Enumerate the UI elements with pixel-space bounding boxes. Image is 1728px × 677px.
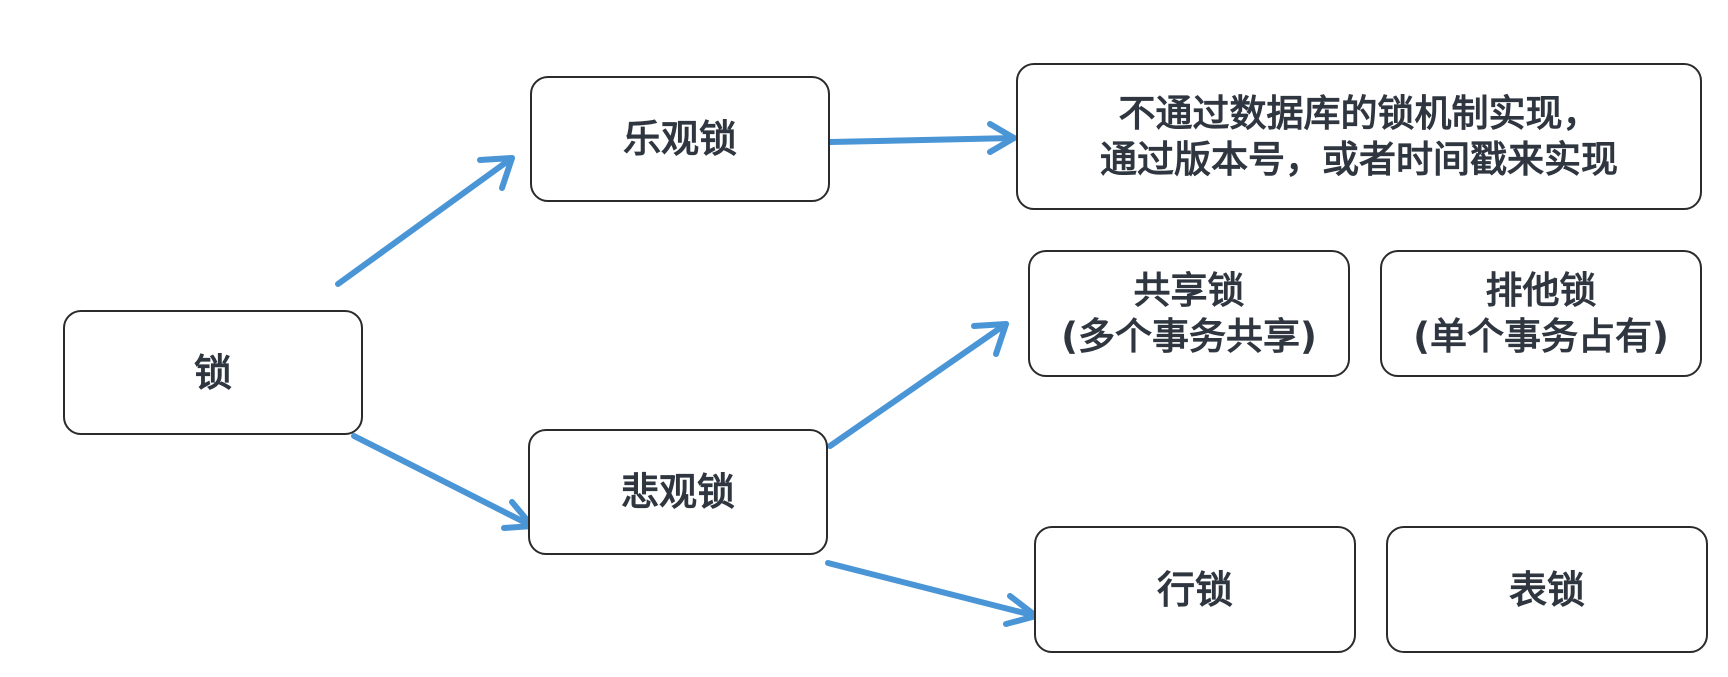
arrow-optimistic-to-desc <box>827 121 1017 155</box>
node-pessimistic-lock: 悲观锁 <box>528 429 828 555</box>
shared-lock-subtitle: (多个事务共享) <box>1061 314 1317 358</box>
shared-lock-title: 共享锁 <box>1133 268 1245 312</box>
desc-line-1: 不通过数据库的锁机制实现， <box>1118 91 1600 135</box>
node-optimistic-description: 不通过数据库的锁机制实现， 通过版本号，或者时间戳来实现 <box>1016 63 1702 210</box>
node-shared-lock: 共享锁 (多个事务共享) <box>1028 250 1350 377</box>
arrow-pessimistic-to-shared <box>827 321 1009 449</box>
arrow-lock-to-optimistic <box>335 155 515 287</box>
arrow-pessimistic-to-row <box>825 560 1039 627</box>
arrow-lock-to-pessimistic <box>351 433 535 531</box>
node-exclusive-lock: 排他锁 (单个事务占有) <box>1380 250 1702 377</box>
node-table-lock: 表锁 <box>1386 526 1708 653</box>
node-table-lock-label: 表锁 <box>1508 567 1585 612</box>
exclusive-lock-title: 排他锁 <box>1485 268 1597 312</box>
node-row-lock: 行锁 <box>1034 526 1356 653</box>
node-row-lock-label: 行锁 <box>1156 567 1233 612</box>
exclusive-lock-subtitle: (单个事务占有) <box>1413 314 1669 358</box>
node-lock: 锁 <box>63 310 363 435</box>
node-lock-label: 锁 <box>193 350 232 395</box>
desc-line-2: 通过版本号，或者时间戳来实现 <box>1100 137 1618 181</box>
node-pessimistic-lock-label: 悲观锁 <box>620 470 735 514</box>
node-optimistic-lock-label: 乐观锁 <box>622 117 737 161</box>
node-optimistic-lock: 乐观锁 <box>530 76 830 202</box>
